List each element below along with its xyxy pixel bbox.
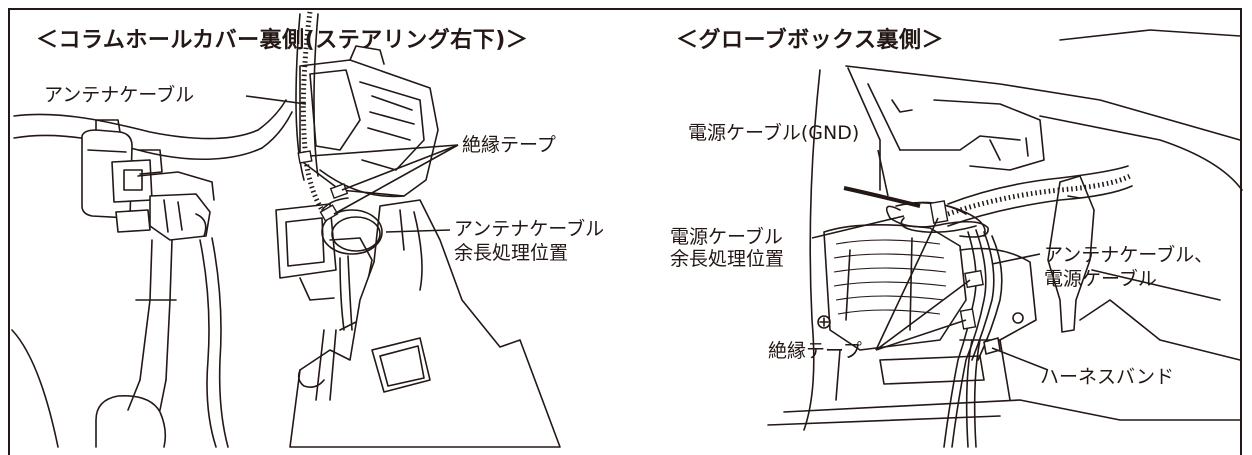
connector-box — [81, 119, 163, 219]
leader-tape-1 — [309, 144, 459, 157]
label-insulating-tape-right: 絶縁テープ — [768, 340, 862, 362]
left-illustration — [11, 11, 561, 448]
dash-frame — [847, 67, 1045, 191]
antenna-cable-coil — [321, 197, 383, 331]
right-illustration — [767, 29, 1243, 448]
leader-tape-r1 — [875, 217, 939, 351]
label-antenna-cable: アンテナケーブル — [44, 84, 195, 106]
cavity-top-edge — [845, 65, 1241, 141]
steering-wheel-rim — [13, 113, 259, 140]
label-excess-position-line1: アンテナケーブル — [454, 218, 605, 240]
antenna-cable-dotted — [300, 11, 325, 212]
leader-excess — [385, 229, 451, 233]
label-excess-position-line2: 余長処理位置 — [454, 242, 569, 264]
tape-right-2 — [964, 269, 984, 289]
tape-right-3 — [959, 308, 977, 330]
right-panel-title: ＜グローブボックス裏側＞ — [676, 28, 945, 53]
label-power-excess-line2: 余長処理位置 — [670, 248, 785, 270]
figure-frame — [8, 8, 1242, 455]
label-insulating-tape-left: 絶縁テープ — [462, 134, 556, 156]
leader-harness-band — [991, 347, 1049, 371]
column-cover-housing — [275, 45, 561, 448]
screw-right — [1012, 312, 1024, 324]
leader-excess-right — [811, 215, 905, 239]
tape-right-1 — [929, 200, 949, 224]
label-harness-band: ハーネスバンド — [1040, 366, 1174, 388]
left-panel-title: ＜コラムホールカバー裏側(ステアリング右下)＞ — [36, 28, 529, 53]
hvac-unit — [823, 224, 1037, 401]
cable-bundle — [943, 229, 1003, 448]
steering-column — [11, 171, 229, 448]
gnd-cable — [843, 186, 921, 208]
tape-left-1 — [297, 150, 313, 164]
screw-left — [817, 315, 831, 329]
label-power-cable-gnd: 電源ケーブル(GND) — [688, 122, 860, 144]
label-cables-line2: 電源ケーブル — [1044, 268, 1157, 290]
label-power-excess-line1: 電源ケーブル — [670, 226, 783, 248]
leader-gnd — [877, 149, 889, 197]
power-cable-coil — [885, 201, 989, 238]
label-cables-line1: アンテナケーブル、 — [1044, 244, 1214, 266]
tape-left-3 — [319, 204, 339, 222]
tape-left-2 — [329, 183, 349, 199]
leader-cables — [991, 253, 1041, 265]
side-bracket — [1047, 175, 1095, 333]
leader-antenna-cable — [245, 95, 307, 105]
